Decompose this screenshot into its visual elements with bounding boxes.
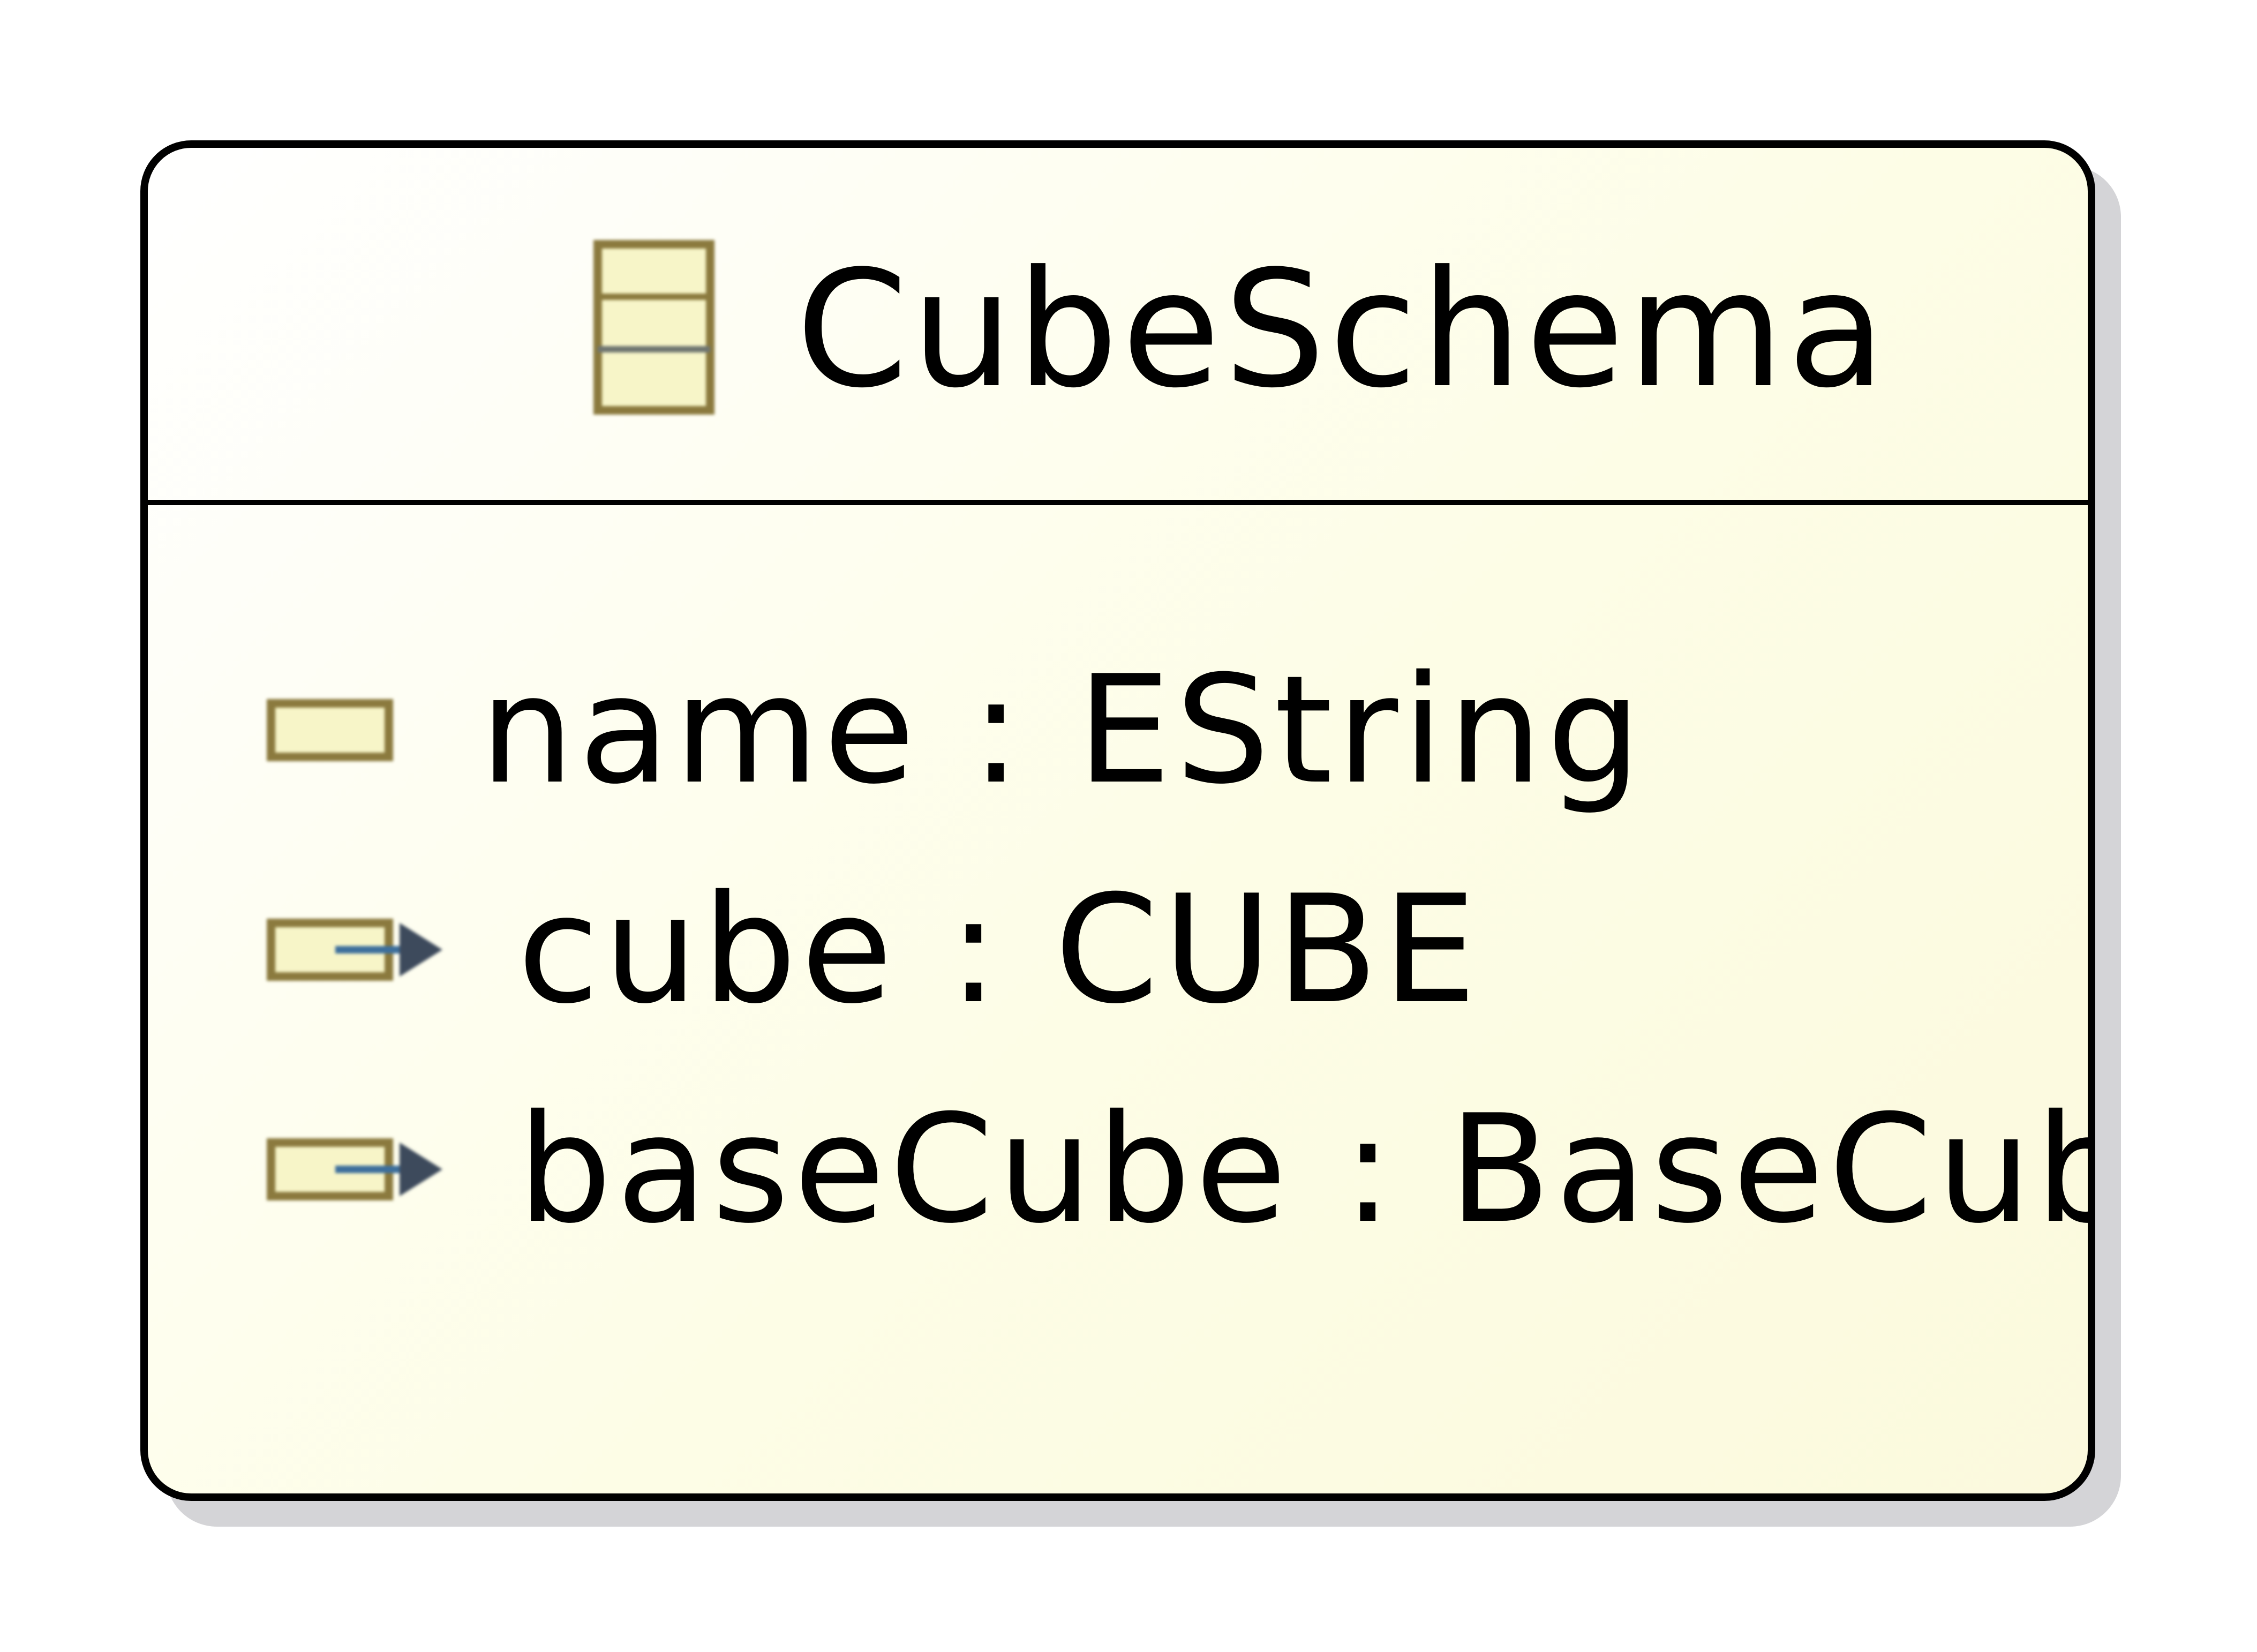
attribute-row-basecube[interactable]: baseCube : BaseCube	[148, 1089, 2088, 1250]
ereference-icon	[267, 919, 442, 981]
ereference-icon	[267, 1138, 442, 1200]
attribute-row-cube[interactable]: cube : CUBE	[148, 869, 2088, 1030]
attribute-label: cube : CUBE	[517, 863, 1481, 1037]
attribute-label: baseCube : BaseCube	[517, 1083, 2095, 1256]
eattribute-icon	[267, 699, 393, 761]
class-header: CubeSchema	[148, 148, 2088, 505]
class-node-cubeschema[interactable]: CubeSchema name : EString cube : CUBE ba…	[140, 140, 2095, 1501]
attribute-row-name[interactable]: name : EString	[148, 650, 2088, 810]
eclass-icon	[593, 240, 714, 415]
class-name: CubeSchema	[796, 236, 1889, 423]
attribute-label: name : EString	[480, 643, 1646, 817]
